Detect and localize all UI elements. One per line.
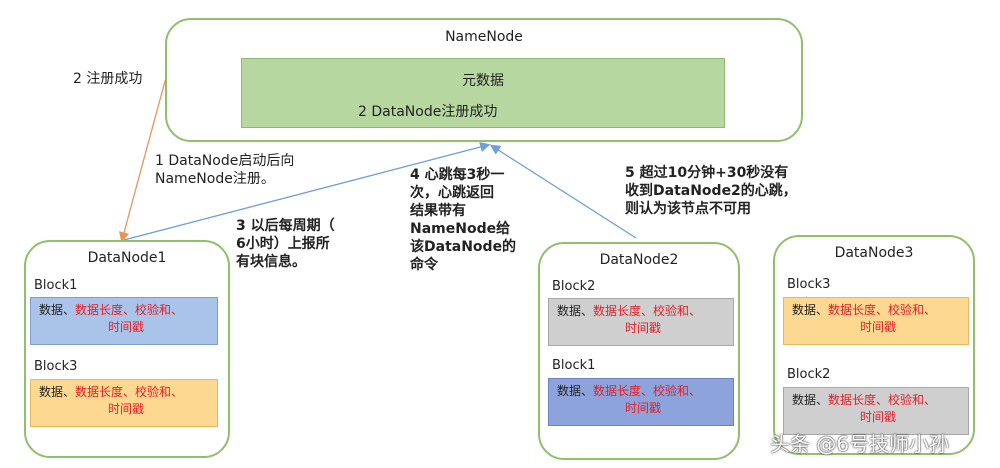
block-lead: 数据、 [39,303,76,317]
periodic-report-note: 3 以后每周期（ 6小时）上报所 有块信息。 [236,217,335,271]
datanode3-block2: 数据、数据长度、校验和、 时间戳 [783,387,969,435]
datanode3-box: DataNode3 Block3 数据、数据长度、校验和、 时间戳 Block2… [773,235,975,455]
timeout-note: 5 超过10分钟+30秒没有 收到DataNode2的心跳， 则认为该节点不可用 [625,164,797,218]
metadata-status: 2 DataNode注册成功 [358,104,498,120]
datanode1-box: DataNode1 Block1 数据、数据长度、校验和、 时间戳 Block3… [24,240,230,458]
block-detail: 数据长度、校验和、 [593,384,702,398]
register-success-arrow [119,69,169,243]
watermark: 头条 @6号技师小孙 [770,432,950,456]
namenode-box: NameNode 元数据 2 DataNode注册成功 [165,18,803,142]
note-line: 有块信息。 [236,254,306,270]
note-line: 该DataNode的 [410,239,517,255]
datanode3-block3: 数据、数据长度、校验和、 时间戳 [783,297,969,345]
block-lead: 数据、 [557,304,594,318]
datanode2-block2-label: Block2 [552,279,596,294]
heartbeat-arrow [489,144,637,239]
block-lead: 数据、 [792,393,829,407]
block-detail: 数据长度、校验和、 [75,303,184,317]
block-timestamp: 时间戳 [859,410,896,424]
startup-register-note: 1 DataNode启动后向 NameNode注册。 [155,152,294,188]
note-line: 命令 [410,257,438,273]
heartbeat-note: 4 心跳每3秒一 次，心跳返回 结果带有 NameNode给 该DataNode… [410,166,516,274]
report-to-namenode-arrow [123,141,491,241]
block-detail: 数据长度、校验和、 [828,393,937,407]
datanode3-title: DataNode3 [834,245,914,261]
note-line: NameNode给 [410,221,511,237]
datanode2-box: DataNode2 Block2 数据、数据长度、校验和、 时间戳 Block1… [538,242,740,460]
block-timestamp: 时间戳 [107,402,144,416]
block-lead: 数据、 [39,385,76,399]
note-line: 6小时）上报所 [236,236,330,252]
register-success-note: 2 注册成功 [73,71,143,87]
block-timestamp: 时间戳 [624,401,661,415]
block-lead: 数据、 [557,384,594,398]
datanode1-block3-label: Block3 [34,359,78,374]
datanode3-block2-label: Block2 [787,367,831,382]
note-line: 则认为该节点不可用 [625,201,751,217]
block-detail: 数据长度、校验和、 [828,303,937,317]
datanode2-block2: 数据、数据长度、校验和、 时间戳 [548,298,734,346]
datanode1-block3: 数据、数据长度、校验和、 时间戳 [30,379,218,427]
block-lead: 数据、 [792,303,829,317]
note-line: 收到DataNode2的心跳， [625,183,797,199]
block-timestamp: 时间戳 [107,320,144,334]
datanode1-title: DataNode1 [87,250,167,266]
metadata-panel: 元数据 2 DataNode注册成功 [241,58,725,128]
note-line: 5 超过10分钟+30秒没有 [625,165,789,181]
note-line: 次，心跳返回 [410,185,494,201]
note-line: 4 心跳每3秒一 [410,167,505,183]
note-line: 1 DataNode启动后向 [155,153,295,169]
datanode3-block3-label: Block3 [787,277,831,292]
note-line: 3 以后每周期（ [236,218,335,234]
datanode2-block1-label: Block1 [552,358,596,373]
block-detail: 数据长度、校验和、 [75,385,184,399]
metadata-title: 元数据 [462,73,504,89]
namenode-title: NameNode [445,29,523,45]
block-detail: 数据长度、校验和、 [593,304,702,318]
note-line: NameNode注册。 [155,171,275,187]
block-timestamp: 时间戳 [624,321,661,335]
datanode1-block1-label: Block1 [34,278,78,293]
note-line: 结果带有 [410,203,466,219]
datanode2-block1: 数据、数据长度、校验和、 时间戳 [548,378,734,426]
datanode2-title: DataNode2 [599,252,679,268]
block-timestamp: 时间戳 [859,320,896,334]
datanode1-block1: 数据、数据长度、校验和、 时间戳 [30,297,218,345]
